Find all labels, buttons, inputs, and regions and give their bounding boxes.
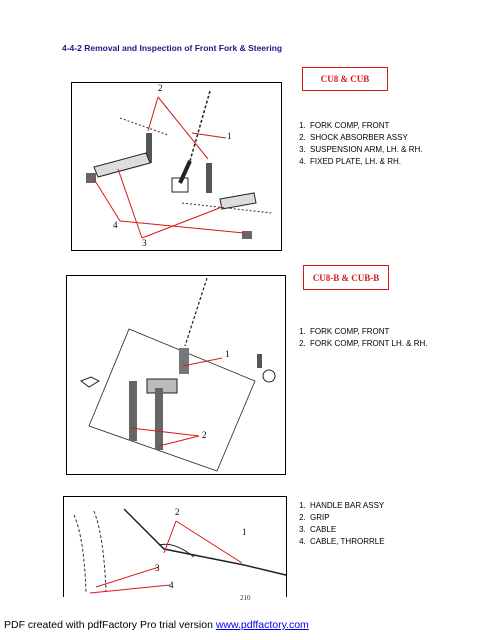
callout-number: 4 xyxy=(113,220,118,230)
callout-number: 1 xyxy=(242,527,247,537)
parts-list: FORK COMP, FRONT FORK COMP, FRONT LH. & … xyxy=(290,326,480,350)
parts-list-item: SUSPENSION ARM, LH. & RH. xyxy=(308,144,480,156)
parts-list-item: GRIP xyxy=(308,512,480,524)
parts-list: HANDLE BAR ASSY GRIP CABLE CABLE, THRORR… xyxy=(290,500,480,548)
section-title: 4-4-2 Removal and Inspection of Front Fo… xyxy=(62,43,283,53)
callout-number: 1 xyxy=(227,131,232,141)
diagram-panel-handlebar: 2 1 3 4 xyxy=(63,496,287,597)
parts-list-item: CABLE, THRORRLE xyxy=(308,536,480,548)
parts-list-item: FORK COMP, FRONT xyxy=(308,120,480,132)
handlebar-assembly-drawing xyxy=(73,508,286,594)
parts-list-item: HANDLE BAR ASSY xyxy=(308,500,480,512)
model-tag: CU8-B & CUB-B xyxy=(303,265,389,290)
parts-list-item: FORK COMP, FRONT LH. & RH. xyxy=(308,338,480,350)
parts-list-item: SHOCK ABSORBER ASSY xyxy=(308,132,480,144)
fork-assembly-drawing xyxy=(86,90,273,239)
pdf-footer: PDF created with pdfFactory Pro trial ve… xyxy=(4,619,309,631)
footer-text: PDF created with pdfFactory Pro trial ve… xyxy=(4,619,216,631)
callout-number: 2 xyxy=(175,507,180,517)
callout-number: 3 xyxy=(155,563,160,573)
fork-assembly-drawing xyxy=(79,277,276,472)
diagram-panel-fork-cu8b-cubb: 1 2 xyxy=(66,275,286,475)
page-number: 210 xyxy=(240,594,251,602)
callout-number: 2 xyxy=(158,83,163,93)
footer-link[interactable]: www.pdffactory.com xyxy=(215,619,309,631)
parts-list-item: FORK COMP, FRONT xyxy=(308,326,480,338)
callout-number: 3 xyxy=(142,238,147,248)
parts-list-item: FIXED PLATE, LH. & RH. xyxy=(308,156,480,168)
parts-list: FORK COMP, FRONT SHOCK ABSORBER ASSY SUS… xyxy=(290,120,480,168)
callout-number: 4 xyxy=(169,580,174,590)
callout-number: 1 xyxy=(225,349,230,359)
parts-list-item: CABLE xyxy=(308,524,480,536)
callout-number: 2 xyxy=(202,430,207,440)
model-tag: CU8 & CUB xyxy=(302,67,388,91)
diagram-panel-fork-cu8-cub: 2 1 4 3 xyxy=(71,82,282,251)
